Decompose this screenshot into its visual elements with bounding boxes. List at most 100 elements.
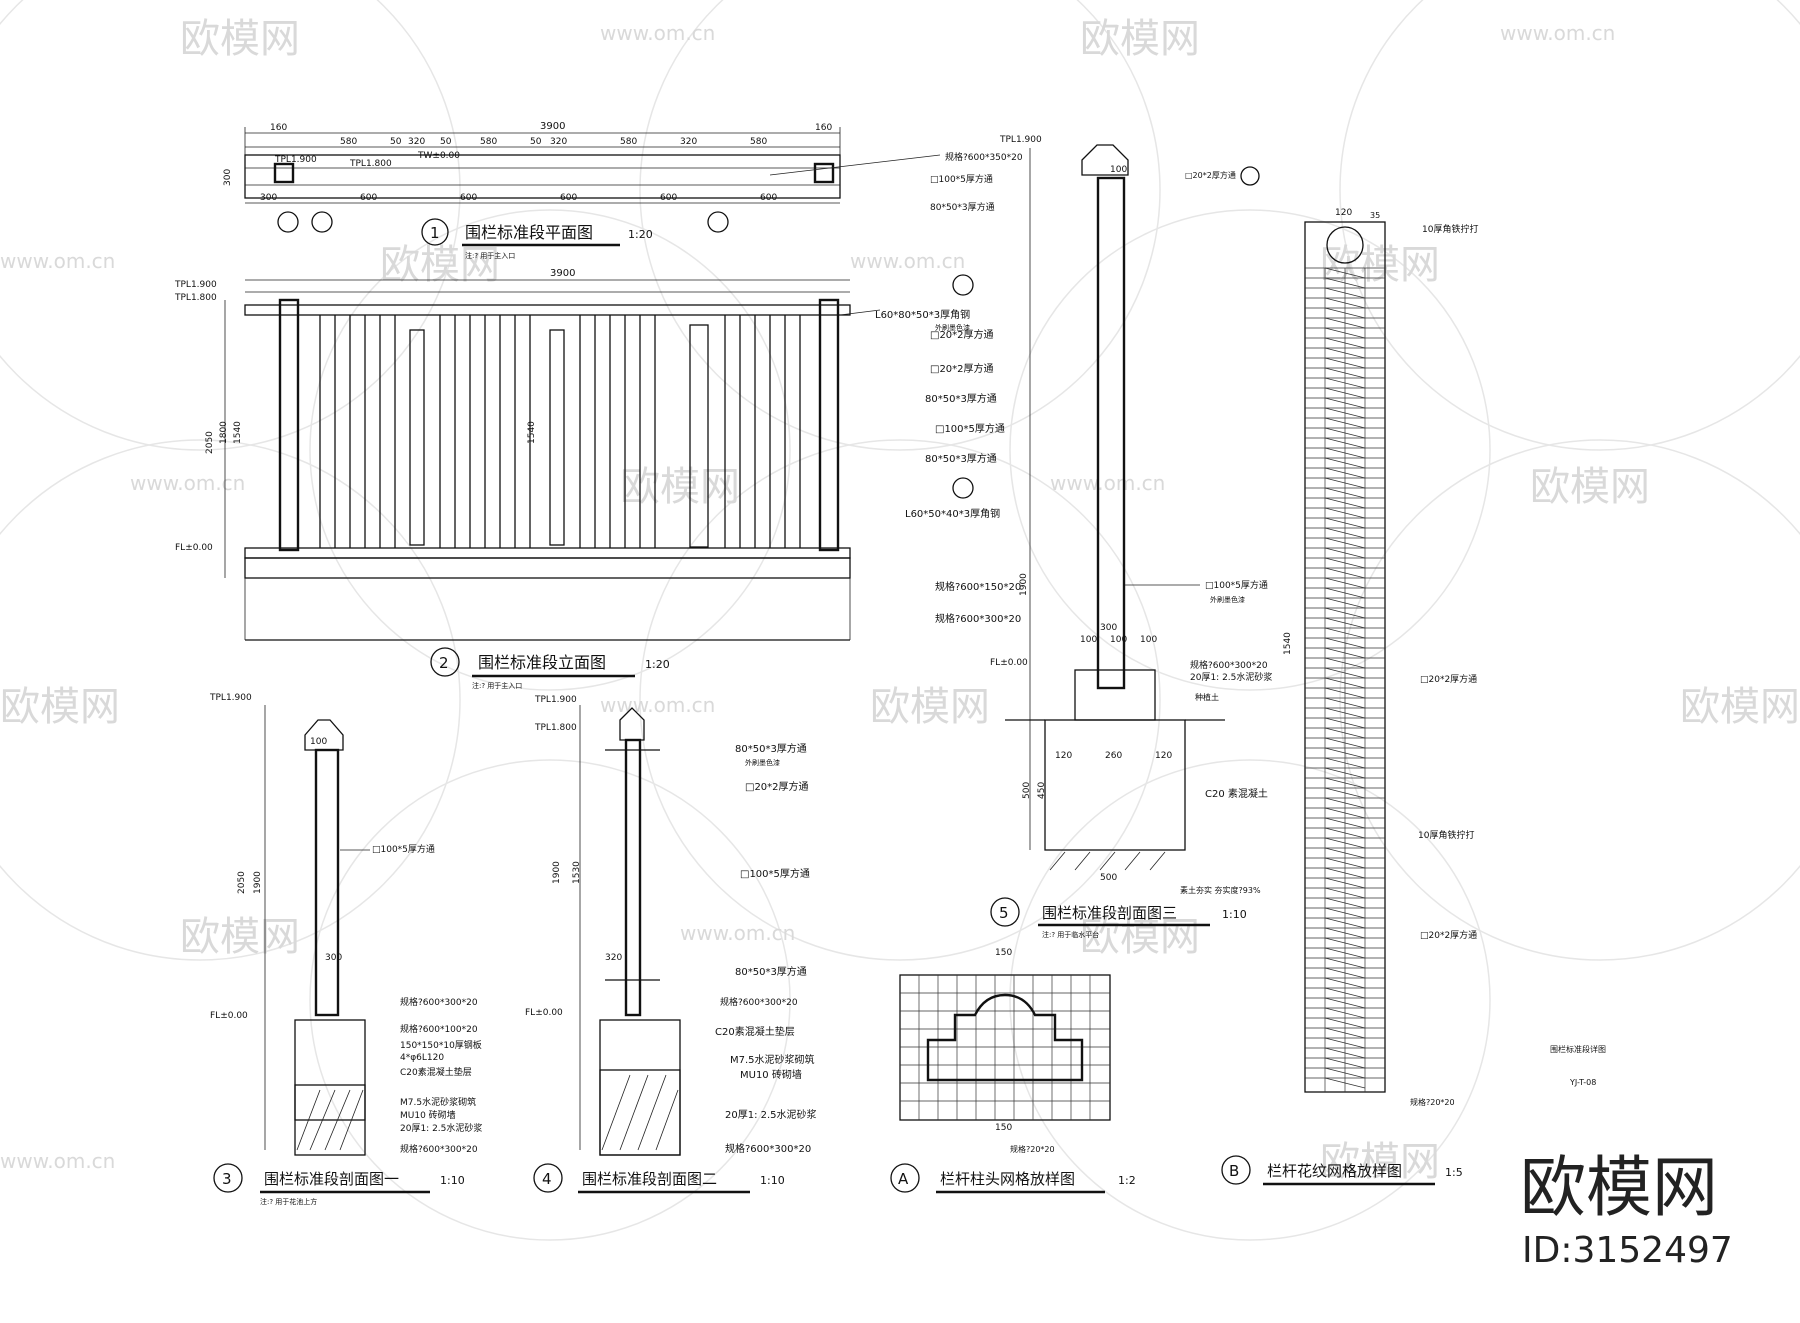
level-tpl1800: TPL1.800 bbox=[534, 723, 577, 733]
section1-note: 注:? 用于花池上方 bbox=[260, 1197, 317, 1206]
dim-320: 320 bbox=[550, 137, 567, 147]
level-fl: FL±0.00 bbox=[525, 1008, 563, 1018]
pattern-stroke bbox=[1324, 527, 1366, 539]
watermark-logo: 欧模网 bbox=[180, 914, 300, 960]
section2-scale: 1:10 bbox=[760, 1174, 785, 1187]
watermark-logo: 欧模网 bbox=[620, 464, 740, 510]
callout-soil: 种植土 bbox=[1195, 692, 1219, 702]
pattern-stroke bbox=[1324, 917, 1366, 929]
callout-mortar: 20厚1: 2.5水泥砂浆 bbox=[1190, 671, 1272, 683]
detailB-scale: 1:5 bbox=[1445, 1166, 1463, 1179]
dim-end: 160 bbox=[815, 123, 832, 133]
dim-320: 320 bbox=[408, 137, 425, 147]
pattern-stroke bbox=[1324, 707, 1366, 719]
pattern-stroke bbox=[1324, 727, 1366, 739]
callout-rect: 80*50*3厚方通 bbox=[925, 392, 997, 405]
plan-number: 1 bbox=[430, 224, 440, 242]
elevation-scale: 1:20 bbox=[645, 658, 670, 671]
dim-150: 150 bbox=[995, 1123, 1012, 1133]
dim-580: 580 bbox=[480, 137, 497, 147]
brand-id: ID:3152497 bbox=[1522, 1230, 1733, 1271]
dim-600: 600 bbox=[460, 193, 477, 203]
section1-scale: 1:10 bbox=[440, 1174, 465, 1187]
dim-100: 100 bbox=[1110, 165, 1127, 175]
watermark-logo: 欧模网 bbox=[1080, 16, 1200, 62]
dim-total: 3900 bbox=[550, 268, 575, 279]
elevation-title: 围栏标准段立面图 bbox=[478, 653, 606, 672]
pattern-stroke bbox=[1324, 307, 1366, 319]
pattern-stroke bbox=[1324, 887, 1366, 899]
level-tpl1900: TPL1.900 bbox=[209, 693, 252, 703]
dim-1530: 1530 bbox=[572, 861, 582, 884]
callout-sq20: □20*2厚方通 bbox=[1420, 673, 1477, 685]
dim-300: 300 bbox=[325, 953, 342, 963]
detailA-number: A bbox=[898, 1170, 909, 1188]
pattern-stroke bbox=[1324, 877, 1366, 889]
pattern-stroke bbox=[1324, 817, 1366, 829]
section3-note: 注:? 用于临水平台 bbox=[1042, 930, 1099, 939]
detailA-scale: 1:2 bbox=[1118, 1174, 1136, 1187]
dim-120: 120 bbox=[1155, 751, 1172, 761]
level-fl: FL±0.00 bbox=[175, 543, 213, 553]
pattern-stroke bbox=[1324, 717, 1366, 729]
pattern-stroke bbox=[1324, 517, 1366, 529]
plan-scale: 1:20 bbox=[628, 228, 653, 241]
callout-sq20: □20*2厚方通 bbox=[1420, 929, 1477, 941]
callout-sq100: □100*5厚方通 bbox=[740, 867, 810, 880]
dim-450: 450 bbox=[1037, 782, 1047, 799]
pattern-stroke bbox=[1324, 937, 1366, 949]
pattern-stroke bbox=[1324, 987, 1366, 999]
callout-angle2: L60*50*40*3厚角钢 bbox=[905, 507, 1000, 520]
level-tpl1800: TPL1.800 bbox=[349, 159, 392, 169]
elevation-drawing: 3900 TPL1.900 TPL1.800 FL±0.00 bbox=[174, 268, 1021, 690]
section2-title: 围栏标准段剖面图二 bbox=[582, 1170, 717, 1188]
pattern-stroke bbox=[1324, 797, 1366, 809]
callout-rect: 80*50*3厚方通 bbox=[925, 452, 997, 465]
watermark-url: www.om.cn bbox=[680, 921, 795, 945]
callout-sq100: □100*5厚方通 bbox=[930, 173, 993, 185]
watermark-url: www.om.cn bbox=[1500, 21, 1615, 45]
pattern-stroke bbox=[1324, 907, 1366, 919]
detailA-title: 栏杆柱头网格放样图 bbox=[940, 1170, 1075, 1188]
watermark-url: www.om.cn bbox=[130, 471, 245, 495]
pattern-stroke bbox=[1324, 767, 1366, 779]
dim-100: 100 bbox=[1140, 635, 1157, 645]
watermark-url: www.om.cn bbox=[1050, 471, 1165, 495]
dim-600: 600 bbox=[760, 193, 777, 203]
dim-2050: 2050 bbox=[237, 871, 247, 894]
section1-title: 围栏标准段剖面图一 bbox=[264, 1170, 399, 1188]
level-tpl1900: TPL1.900 bbox=[999, 135, 1042, 145]
callout-m75: M7.5水泥砂浆砌筑 bbox=[400, 1096, 476, 1108]
dim-100: 100 bbox=[310, 737, 327, 747]
callout-sq20: □20*2厚方通 bbox=[930, 362, 994, 375]
callout-rect: 80*50*3厚方通 bbox=[930, 201, 995, 213]
callout-stone100: 规格?600*100*20 bbox=[400, 1023, 478, 1035]
pattern-stroke bbox=[1324, 687, 1366, 699]
pattern-stroke bbox=[1324, 317, 1366, 329]
pattern-stroke bbox=[1324, 657, 1366, 669]
pattern-stroke bbox=[1324, 777, 1366, 789]
callout-m75: M7.5水泥砂浆砌筑 bbox=[730, 1053, 815, 1066]
pattern-stroke bbox=[1324, 967, 1366, 979]
dim-1540: 1540 bbox=[527, 421, 537, 444]
pattern-stroke bbox=[1324, 597, 1366, 609]
dim-580: 580 bbox=[340, 137, 357, 147]
section3-number: 5 bbox=[999, 904, 1009, 922]
watermark-logo: 欧模网 bbox=[1320, 242, 1440, 288]
callout-grid20: 规格?20*20 bbox=[1010, 1144, 1055, 1154]
dim-1900: 1900 bbox=[253, 871, 263, 894]
pattern-stroke bbox=[1324, 427, 1366, 439]
hatch bbox=[1049, 851, 1166, 871]
level-tpl1800: TPL1.800 bbox=[174, 293, 217, 303]
brand-logo: 欧模网 bbox=[1520, 1149, 1718, 1226]
level-tw: TW±0.00 bbox=[417, 151, 460, 161]
callout-stone300: 规格?600*300*20 bbox=[1190, 659, 1268, 671]
callout-bolt: 4*φ6L120 bbox=[400, 1053, 444, 1063]
detailA-drawing: 150 150 规格?20*20 A 栏杆柱头网格放样图 1:2 bbox=[890, 948, 1136, 1194]
watermark-url: www.om.cn bbox=[0, 1149, 115, 1173]
pattern-stroke bbox=[1324, 757, 1366, 769]
dim-1800: 1800 bbox=[219, 421, 229, 444]
level-fl: FL±0.00 bbox=[210, 1011, 248, 1021]
level-tpl1900: TPL1.900 bbox=[534, 695, 577, 705]
section1-drawing: TPL1.900 FL±0.00 2050 1900 100 □100*5厚方通… bbox=[209, 693, 482, 1206]
